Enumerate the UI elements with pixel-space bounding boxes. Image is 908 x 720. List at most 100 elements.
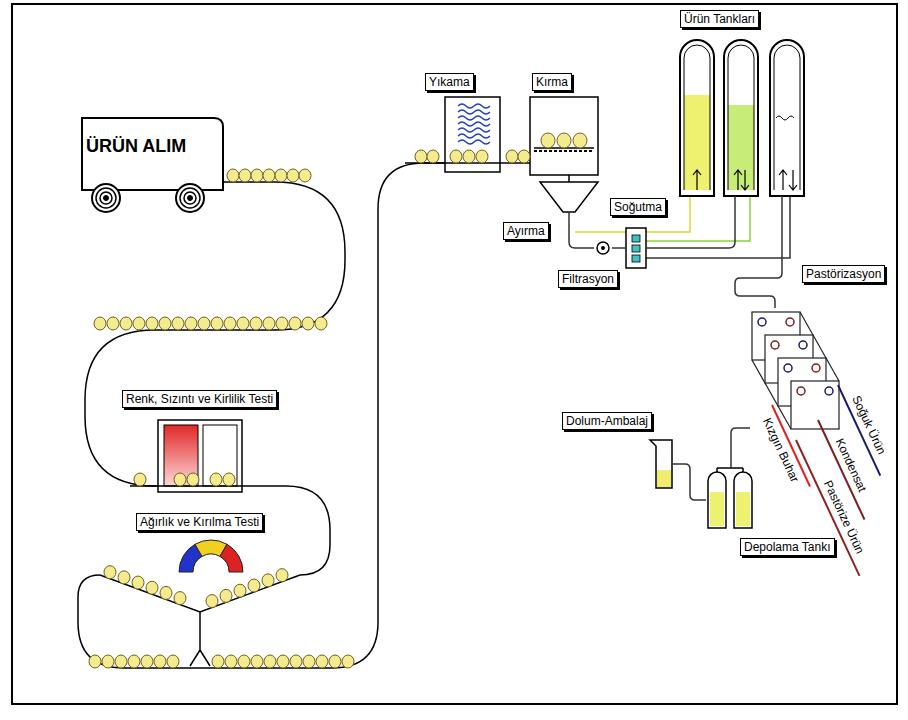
fruit	[225, 655, 237, 668]
station-label: Pastörizasyon	[802, 265, 885, 283]
fruit	[159, 317, 171, 330]
weight-test: Ağırlık ve Kırılma Testi	[100, 538, 300, 580]
station-label: Depolama Tankı	[740, 538, 835, 556]
fruit	[133, 317, 145, 330]
fruit	[506, 150, 518, 163]
fruit	[89, 655, 101, 668]
heat-exchanger	[752, 312, 880, 576]
product-tanks	[680, 40, 804, 196]
fruit	[223, 473, 235, 486]
fruit	[415, 150, 427, 163]
station-label: Renk, Sızıntı ve Kirlilik Testi	[122, 390, 277, 408]
fruit	[141, 655, 153, 668]
station-label: Ayırma	[503, 222, 549, 240]
fruit	[250, 317, 262, 330]
fruit	[316, 655, 328, 668]
fruit	[518, 150, 530, 163]
storage-tanks	[708, 468, 752, 528]
frame	[12, 4, 897, 704]
fruit	[220, 589, 232, 602]
test-machine: Renk, Sızıntı ve Kirlilik Testi	[158, 420, 242, 492]
fruit	[174, 473, 186, 486]
fruit	[276, 569, 288, 582]
crusher	[530, 97, 598, 212]
test-machine	[130, 420, 242, 492]
pump	[597, 242, 609, 254]
fruit	[264, 655, 276, 668]
fruit	[167, 655, 179, 668]
separator: Ayırma	[540, 182, 598, 212]
cooler: Soğutma	[626, 228, 646, 268]
fruit	[450, 150, 462, 163]
fruit	[299, 169, 311, 182]
station-label: Ağırlık ve Kırılma Testi	[136, 513, 263, 531]
fruit	[275, 169, 287, 182]
fruit	[104, 566, 116, 579]
pipe-line	[731, 428, 750, 468]
fruit	[120, 317, 132, 330]
vehicle-label: ÜRÜN ALIM	[86, 136, 186, 156]
fruit	[463, 150, 475, 163]
station-label: Ürün Tankları	[680, 10, 759, 28]
product-tanks: Ürün Tankları	[676, 36, 814, 196]
fruit	[94, 317, 106, 330]
pipe-line	[569, 212, 594, 248]
fruit	[427, 150, 439, 163]
fruit	[134, 473, 146, 486]
fruit	[263, 317, 275, 330]
fruit	[132, 576, 144, 589]
fruit	[251, 655, 263, 668]
fruit	[107, 317, 119, 330]
fruit	[287, 169, 299, 182]
filling-vessel: Dolum-Ambalaj	[650, 440, 672, 488]
fruit	[342, 655, 354, 668]
fruit	[557, 133, 571, 148]
pipe-line	[612, 247, 626, 249]
stream-label: Soğuk Ürün	[848, 392, 889, 459]
fruit	[251, 169, 263, 182]
filling-vessel	[650, 440, 672, 488]
fruit	[277, 655, 289, 668]
fruit	[115, 655, 127, 668]
fruit	[262, 574, 274, 587]
fruit	[239, 169, 251, 182]
fruit	[172, 317, 184, 330]
fruit	[234, 584, 246, 597]
fruit	[174, 592, 186, 605]
station-label: Dolum-Ambalaj	[562, 412, 652, 430]
fruit	[185, 317, 197, 330]
pipes	[575, 196, 790, 258]
fruit	[146, 581, 158, 594]
fruit	[290, 655, 302, 668]
conveyor-line	[78, 163, 445, 668]
washing-machine	[405, 97, 500, 172]
fruit	[146, 317, 158, 330]
station-label: Yıkama	[425, 73, 474, 91]
fruit	[160, 586, 172, 599]
fruit	[187, 473, 199, 486]
fruit	[102, 655, 114, 668]
fruit	[224, 317, 236, 330]
fruit	[573, 133, 587, 148]
pipe-line	[735, 196, 782, 308]
fruit	[227, 169, 239, 182]
washing-machine: Yıkama	[445, 97, 500, 172]
fruit	[118, 571, 130, 584]
fruit	[210, 473, 222, 486]
fruit	[154, 655, 166, 668]
station-label: Soğutma	[610, 198, 666, 216]
fruit	[263, 169, 275, 182]
truck	[82, 118, 223, 212]
splitter-conveyor	[100, 575, 300, 666]
weight-gauge	[179, 540, 243, 572]
fruit	[276, 317, 288, 330]
fruit	[248, 579, 260, 592]
storage-tank: Depolama Tankı	[706, 468, 758, 530]
fruit	[198, 317, 210, 330]
truck: ÜRÜN ALIM	[82, 120, 222, 190]
fruit	[206, 595, 218, 608]
